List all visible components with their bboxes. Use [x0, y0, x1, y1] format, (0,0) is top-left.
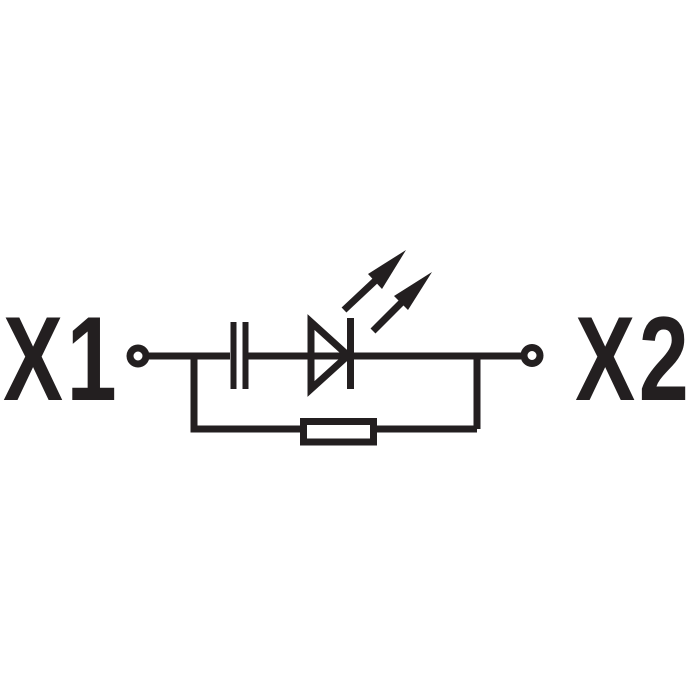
led-emission-arrows-icon: [341, 250, 432, 334]
schematic-strokes: [126, 250, 544, 446]
terminal-x2-circle: [520, 344, 544, 367]
resistor-symbol: [300, 418, 377, 446]
terminal-x1-circle: [126, 344, 150, 368]
capacitor-symbol: [230, 322, 249, 389]
emission-arrow-2-head: [394, 272, 432, 310]
terminal-label-x1: X1: [3, 292, 121, 426]
led-symbol: [307, 250, 432, 397]
emission-arrow-2-shaft: [370, 299, 405, 334]
terminal-label-x2: X2: [574, 292, 692, 426]
emission-arrow-1-head: [368, 250, 406, 289]
led-anode-triangle: [307, 314, 354, 397]
emission-arrow-1-shaft: [341, 277, 379, 313]
